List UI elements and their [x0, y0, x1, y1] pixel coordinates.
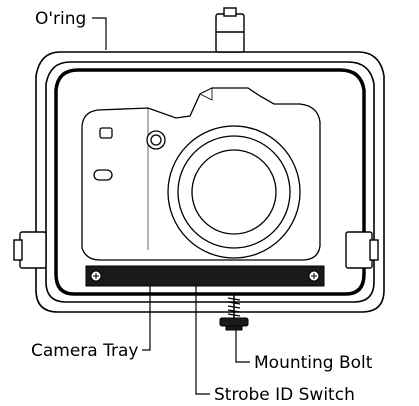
right-latch [345, 231, 379, 269]
camera-tray [85, 265, 325, 287]
left-latch [13, 231, 47, 269]
tray-screw-right [308, 270, 320, 282]
top-knob [215, 7, 245, 53]
label-strobe-id-switch: Strobe ID Switch [214, 385, 355, 405]
camera-icon [81, 87, 321, 261]
tray-screw-left [90, 270, 102, 282]
housing-outer-outline [35, 51, 385, 313]
mounting-bolt-icon [219, 294, 249, 331]
label-camera-tray: Camera Tray [31, 341, 138, 361]
oring-gasket [54, 68, 366, 296]
label-mounting-bolt: Mounting Bolt [254, 353, 373, 373]
housing-shell [35, 51, 385, 313]
leader-mounting-bolt [235, 330, 250, 363]
leader-camera-tray [142, 286, 151, 351]
lens-glass [191, 149, 277, 235]
label-oring: O'ring [35, 9, 86, 29]
leader-strobe-switch [195, 286, 210, 395]
leader-lines [92, 17, 250, 395]
housing-inner-outline [45, 61, 375, 303]
leader-oring [92, 17, 107, 50]
